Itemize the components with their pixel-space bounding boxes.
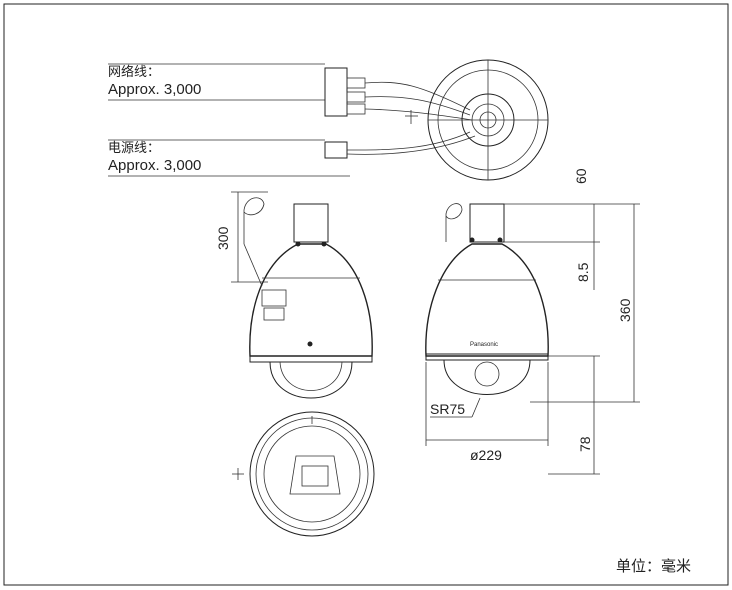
bottom-camera-module — [289, 455, 341, 495]
network-cable-length: Approx. 3,000 — [108, 81, 201, 98]
power-cable-title: 电源线： — [108, 140, 160, 155]
power-connector-block — [324, 141, 348, 159]
housing-logo: Panasonic — [470, 342, 498, 348]
dim-total-height: 360 — [617, 298, 633, 322]
power-cable-length: Approx. 3,000 — [108, 157, 201, 174]
network-connector-block — [324, 67, 348, 117]
side-lower-dome — [443, 359, 531, 395]
unit-label: 单位：毫米 — [616, 557, 691, 575]
network-cable-title: 网络线： — [108, 64, 160, 79]
dim-diameter: ø229 — [470, 447, 502, 463]
side-housing — [425, 243, 549, 357]
side-mount-pipe — [469, 203, 505, 243]
bottom-view-camera — [232, 411, 375, 537]
side-safety-wire — [445, 203, 463, 242]
bottom-outer-circle — [249, 411, 375, 537]
front-lower-dome — [269, 361, 353, 399]
front-view-camera — [231, 191, 373, 399]
dim-mid-offset: 8.5 — [575, 262, 591, 282]
drawing-frame — [3, 3, 729, 586]
dim-top-offset: 60 — [573, 168, 589, 184]
dim-dome-radius: SR75 — [430, 401, 465, 417]
dim-dome-height: 78 — [577, 436, 593, 452]
front-housing — [249, 243, 373, 357]
camera-lens — [474, 361, 500, 387]
front-mount-pipe — [293, 203, 329, 243]
front-safety-wire — [243, 197, 265, 244]
dim-side-mount-height: 300 — [215, 226, 231, 250]
side-view-camera — [425, 203, 640, 475]
top-view-with-cables — [108, 59, 549, 181]
